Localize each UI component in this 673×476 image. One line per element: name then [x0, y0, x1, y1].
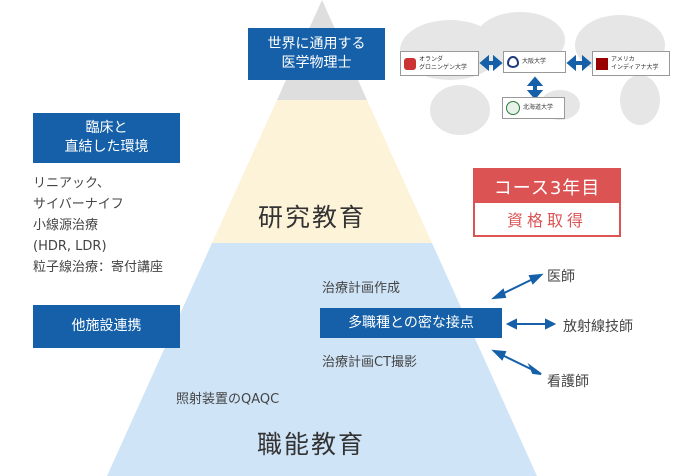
task-planning-ct: 治療計画CT撮影: [322, 355, 418, 370]
research-education-label: 研究教育: [258, 203, 367, 232]
clinical-environment-box: 臨床と 直結した環境: [33, 113, 180, 163]
university-indiana: アメリカ インディアナ大学: [592, 51, 670, 76]
pyramid-middle: [212, 100, 432, 243]
task-treatment-planning: 治療計画作成: [322, 281, 401, 296]
clinical-equipment-list: リニアック、 サイバーナイフ 小線源治療 (HDR, LDR) 粒子線治療：寄付…: [33, 173, 163, 278]
role-nurse: 看護師: [547, 374, 589, 390]
role-physician: 医師: [547, 269, 575, 285]
course-year3-badge: コース3年目 資格取得: [473, 168, 621, 237]
groningen-logo-icon: [404, 57, 416, 70]
role-radiologic-technologist: 放射線技師: [563, 319, 633, 335]
hokkaido-logo-icon: [506, 101, 520, 115]
list-item: 小線源治療: [33, 218, 99, 233]
task-qaqc: 照射装置のQAQC: [176, 392, 280, 407]
university-osaka: 大阪大学: [503, 51, 566, 73]
vocational-education-label: 職能教育: [257, 430, 366, 459]
osaka-logo-icon: [507, 56, 519, 68]
indiana-logo-icon: [596, 57, 608, 70]
university-name: 大阪大学: [522, 58, 547, 65]
university-groningen: オランダ グロニンゲン大学: [400, 51, 479, 76]
list-item: (HDR, LDR): [33, 239, 107, 254]
university-name: オランダ グロニンゲン大学: [419, 55, 468, 71]
partner-institutions-box: 他施設連携: [33, 305, 180, 348]
certification-label: 資格取得: [506, 211, 587, 230]
list-item: リニアック、: [33, 176, 110, 191]
pyramid-base: [107, 243, 537, 476]
multidisciplinary-box: 多職種との密な接点: [320, 308, 502, 338]
university-name: アメリカ インディアナ大学: [611, 55, 659, 71]
arrows: [479, 54, 592, 375]
university-hokkaido: 北海道大学: [502, 97, 565, 119]
global-physicist-box: 世界に通用する 医学物理士: [248, 28, 385, 80]
list-item: 粒子線治療：寄付講座: [33, 260, 164, 275]
university-name: 北海道大学: [523, 104, 554, 111]
course-year-label: コース3年目: [475, 170, 619, 203]
list-item: サイバーナイフ: [33, 197, 124, 212]
